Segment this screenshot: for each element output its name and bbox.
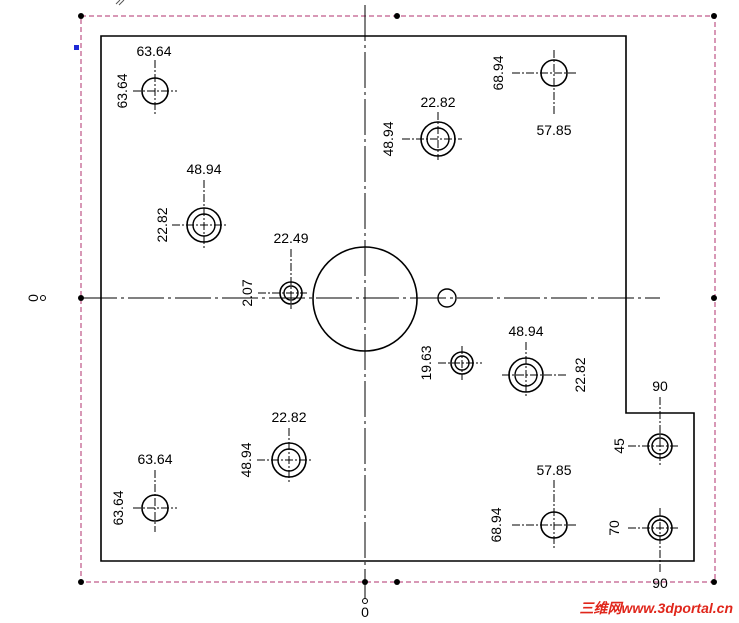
- hole-7-dim-x: 48.94: [508, 323, 543, 339]
- hole-11-dim-y: 68.94: [488, 507, 504, 542]
- small-hole-right-of-center: [437, 288, 457, 308]
- selection-grips[interactable]: [78, 13, 717, 585]
- hole-10-dim-x: 63.64: [137, 451, 172, 467]
- origin-label-bottom: 0: [361, 604, 369, 620]
- hole-5: 22.49 2.07: [239, 230, 309, 309]
- hole-3: 22.82 48.94: [380, 94, 462, 160]
- hole-5-dim-y: 2.07: [239, 279, 255, 306]
- hole-5-dim-x: 22.49: [273, 230, 308, 246]
- hole-12-dim-x: 90: [652, 575, 668, 591]
- hole-8: 90 45: [611, 378, 680, 466]
- hole-11-dim-x: 57.85: [536, 462, 571, 478]
- hole-6-dim: 19.63: [418, 345, 434, 380]
- origin-marker-left: [40, 295, 46, 301]
- hole-8-dim-y: 45: [611, 438, 627, 454]
- hole-10-dim-y: 63.64: [110, 490, 126, 525]
- hole-8-dim-x: 90: [652, 378, 668, 394]
- hole-9: 22.82 48.94: [238, 409, 313, 484]
- hole-11: 57.85 68.94: [488, 462, 578, 549]
- hole-3-dim-y: 48.94: [380, 121, 396, 156]
- cursor-fragment-icon: [115, 0, 125, 6]
- hole-2-dim-x: 57.85: [536, 122, 571, 138]
- part-outline: [100, 35, 695, 562]
- hole-3-dim-x: 22.82: [420, 94, 455, 110]
- hole-2: 68.94 57.85: [490, 50, 578, 138]
- central-bore: [312, 246, 418, 352]
- hole-6: 19.63: [418, 345, 482, 381]
- hole-7: 48.94 22.82: [502, 323, 588, 398]
- hole-10: 63.64 63.64: [110, 451, 177, 532]
- hole-12-dim-y: 70: [606, 520, 622, 536]
- hole-12: 70 90: [606, 508, 680, 591]
- selection-frame: [80, 15, 716, 583]
- hole-1-dim-y: 63.64: [114, 73, 130, 108]
- watermark: 三维网www.3dportal.cn: [580, 600, 734, 616]
- hole-9-dim-y: 48.94: [238, 442, 254, 477]
- hole-7-dim-y: 22.82: [572, 357, 588, 392]
- origin-marker-bottom: [362, 598, 368, 604]
- hole-4-dim-x: 48.94: [186, 161, 221, 177]
- hole-4-dim-y: 22.82: [154, 207, 170, 242]
- origin-label-left: 0: [25, 294, 41, 302]
- blue-grip-handle[interactable]: [74, 45, 79, 50]
- hole-1-dim-x: 63.64: [136, 43, 171, 59]
- hole-1: 63.64 63.64: [114, 43, 177, 115]
- hole-2-dim-y: 68.94: [490, 55, 506, 90]
- hole-4: 48.94 22.82: [154, 161, 228, 248]
- hole-9-dim-x: 22.82: [271, 409, 306, 425]
